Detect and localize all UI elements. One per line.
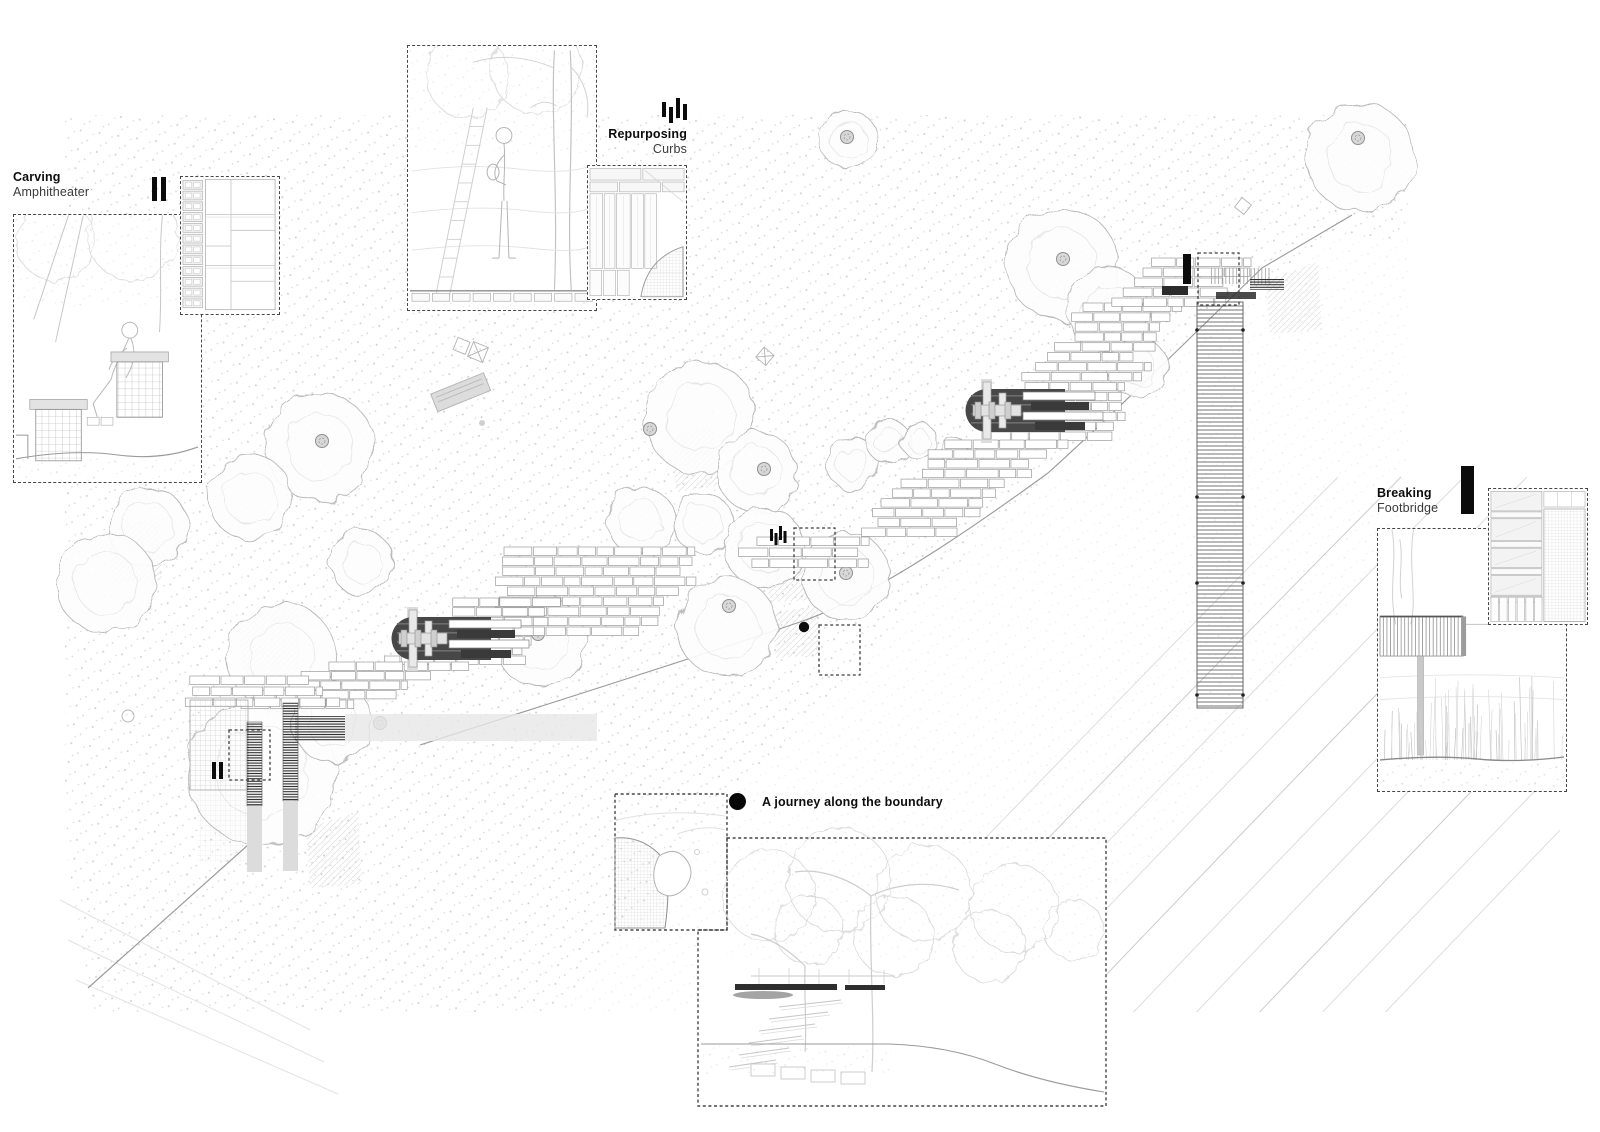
breaking-label: Breaking Footbridge [1377,486,1438,517]
breaking-detail-callout [1488,488,1588,625]
journey-plan-dot-icon [798,621,810,633]
pavilion-plan [965,379,1104,443]
repurposing-detail-sketch [589,168,685,298]
standing-figure-sketch [486,127,516,259]
carving-tally-two-icon [152,177,166,201]
plan-marker-icons [212,254,1191,779]
repurposing-subtitle: Curbs [652,142,687,157]
journey-dot-icon [729,793,746,810]
plan-misc-objects [78,196,1253,723]
boundary-line-main [419,214,1353,746]
carving-title: Carving [13,170,61,184]
carving-scene-sketch [14,215,201,479]
breaking-scene-sketch [1379,529,1565,787]
breaking-subtitle: Footbridge [1377,501,1439,516]
contour-lines-bottom-left [59,899,339,1095]
carving-subtitle: Amphitheater [13,185,90,200]
repurposing-title: Repurposing [608,127,687,141]
journey-view-sketch [701,827,1105,1093]
journey-context-sketch [614,812,726,929]
amphitheater-marker-box [228,729,271,781]
repurposing-scene-callout [407,45,597,311]
journey-label: A journey along the boundary [762,795,943,809]
breaking-title: Breaking [1377,486,1432,500]
amphitheater-tally-two-icon [212,762,223,779]
built-structures [189,268,1284,872]
footbridge-tally-one-icon [1183,254,1191,284]
repurposing-label: Repurposing Curbs [527,98,687,158]
repurposing-tally-four-icon [527,98,687,123]
footbridge-plan [1162,268,1284,709]
carving-detail-callout [180,176,280,315]
carving-label: Carving Amphitheater [13,170,89,201]
carving-scene-callout [13,214,202,483]
footbridge-pier [1417,655,1424,756]
curbs-marker-box [793,527,836,581]
breaking-detail-sketch [1490,491,1586,623]
repurposing-scene-sketch [408,46,596,310]
plan-marker-boxes [228,252,1240,781]
journey-deck [735,984,837,990]
curbs-tally-four-icon [770,526,787,545]
carving-detail-sketch [182,178,276,311]
repurposing-detail-callout [587,165,687,300]
breaking-tally-one-icon [1461,466,1474,514]
footbridge-marker-box [1197,252,1240,306]
pavilion-plan [391,607,530,671]
journey-marker-box [818,624,861,676]
amphitheater-plan [189,699,597,872]
